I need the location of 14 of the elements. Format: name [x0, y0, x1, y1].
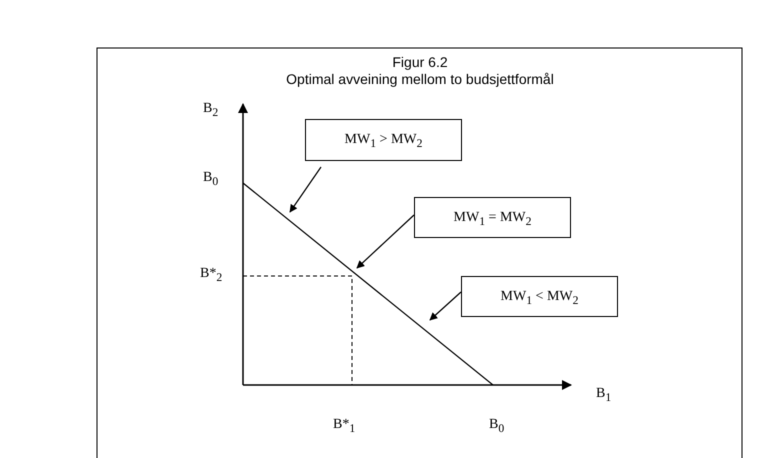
axis-label: B$_{0}$ — [489, 417, 504, 435]
axis-label: B$_{0}$ — [203, 170, 218, 188]
leader-arrow — [356, 214, 414, 269]
leader-arrow — [290, 166, 322, 213]
callout-box: MW$_{1}$ > MW$_{2}$ — [305, 119, 462, 161]
callout-box: MW$_{1}$ < MW$_{2}$ — [461, 276, 618, 317]
axis-label: B*$_{1}$ — [333, 417, 356, 435]
axis-label: B$_{2}$ — [203, 101, 218, 119]
axis-label: B$_{1}$ — [596, 386, 612, 404]
figure-title: Figur 6.2 — [392, 54, 448, 70]
axis-label: B*$_{2}$ — [200, 266, 222, 284]
leader-arrow — [429, 292, 462, 321]
figure-subtitle: Optimal avveining mellom to budsjettformål — [286, 71, 554, 87]
callout-box: MW$_{1}$ = MW$_{2}$ — [414, 197, 571, 238]
